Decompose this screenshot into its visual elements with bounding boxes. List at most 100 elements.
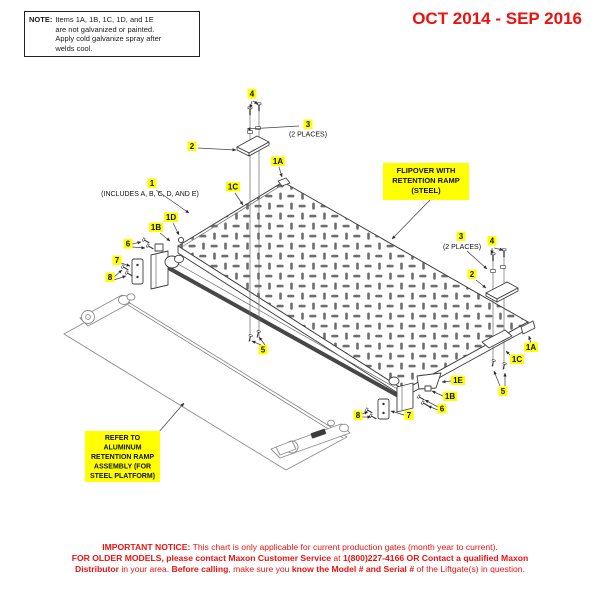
note-line-3: Apply cold galvanize spray after: [55, 34, 162, 44]
callout-1b-left: 1B: [149, 222, 171, 242]
leader-line: [391, 199, 431, 240]
callout-highlight: [247, 89, 257, 99]
deck-top-edge-line: [179, 184, 283, 249]
refer-label: REFER TO ALUMINUM RETENTION RAMP ASSEMBL…: [85, 402, 185, 482]
nut: [490, 269, 496, 273]
notice-line-3: Distributor in your area. Before calling…: [0, 564, 600, 575]
callout-1c-top: 1C: [226, 182, 244, 206]
mounting-plate-side: [248, 141, 270, 157]
side-plate-1c: [481, 329, 513, 349]
callout-1e: 1E: [441, 375, 465, 385]
callout-number: 8: [108, 273, 113, 282]
leader-line: [258, 336, 266, 346]
notice-line1-rest: This chart is only applicable for curren…: [190, 542, 498, 552]
leader-line: [197, 147, 237, 152]
callout-highlight: [105, 272, 115, 282]
plate-hole: [382, 402, 385, 406]
callout-3-right: 3 (2 PLACES): [443, 231, 488, 270]
leader-line: [131, 241, 142, 245]
note-line-4: welds cool.: [55, 43, 93, 53]
callout-number: 4: [250, 90, 255, 99]
nut: [247, 130, 253, 134]
callout-highlight: [164, 212, 178, 222]
leader-line: [159, 232, 171, 242]
note-line-2: are not galvanized or painted.: [55, 24, 155, 34]
plate-hole: [136, 275, 139, 279]
leader-line: [390, 410, 405, 416]
ramp-hinge-barrel-end: [126, 293, 136, 301]
callout-number: 1E: [453, 376, 463, 385]
hinge-bracket: [150, 250, 169, 290]
leader-line: [361, 411, 369, 415]
callout-7-left: 7: [112, 255, 131, 267]
callout-number: 5: [501, 387, 506, 396]
leader-line: [113, 275, 127, 281]
callout-number: 6: [440, 405, 445, 414]
ramp-latch-cylinder: [339, 423, 349, 433]
backing-plate: [131, 258, 144, 285]
bolt: [247, 106, 253, 117]
bolt: [120, 264, 130, 272]
callout-1b-right: 1B: [431, 390, 457, 401]
retention-ramp-assembly: [63, 293, 351, 471]
hinge-pin-block: [424, 385, 432, 392]
bolt: [255, 329, 261, 339]
leader-line: [246, 125, 300, 131]
callout-number: 6: [126, 240, 131, 249]
callout-5-left: 5: [251, 336, 268, 355]
label-line: STEEL PLATFORM): [90, 473, 155, 480]
callout-3-top: 3 (2 PLACES): [246, 119, 327, 139]
leader-line: [278, 166, 283, 178]
callout-5-right: 5: [493, 370, 508, 396]
callout-number: 1D: [166, 213, 176, 222]
callouts: 4 3 (2 PLACES) 2 1A 1 (INCLUDES A, B, C,…: [101, 89, 538, 420]
callout-highlight: [226, 182, 240, 192]
label-box: [383, 163, 469, 200]
top-corner-bracket: [277, 177, 291, 187]
date-range-title: OCT 2014 - SEP 2016: [412, 9, 582, 28]
callout-number: 5: [261, 346, 266, 355]
callout-highlight: [498, 386, 508, 396]
callout-number: 1B: [151, 223, 161, 232]
top-mounting-stack: [236, 102, 270, 343]
notice-line-1: IMPORTANT NOTICE: This chart is only app…: [0, 542, 600, 553]
callout-1c-right: 1C: [505, 350, 524, 364]
callout-highlight: [147, 178, 157, 188]
callout-highlight: [187, 141, 197, 151]
plate-hole: [382, 411, 385, 415]
bottom-hinge-assembly: [364, 372, 442, 421]
callout-number: 1C: [228, 183, 238, 192]
callout-number: 1: [150, 179, 155, 188]
callout-highlight: [303, 119, 313, 129]
callout-7-right: 7: [390, 410, 414, 420]
callout-1a-top: 1A: [271, 156, 285, 178]
callout-highlight: [487, 236, 497, 246]
callout-note: (2 PLACES): [443, 244, 481, 251]
leader-line: [155, 189, 190, 214]
footer-notice: IMPORTANT NOTICE: This chart is only app…: [0, 542, 600, 574]
leader-line: [441, 379, 452, 384]
callout-highlight: [437, 404, 447, 414]
hinge-washer: [177, 236, 185, 244]
callout-highlight: [353, 410, 363, 420]
callout-1a-right: 1A: [524, 335, 538, 352]
callout-number: 3: [459, 232, 464, 241]
notice-line2-bold2: 1(800)227-4166 OR Contact a qualified Ma…: [342, 552, 529, 563]
note-label: NOTE:: [29, 15, 53, 24]
callout-highlight: [510, 354, 524, 364]
callout-4-right: 4: [487, 236, 504, 255]
notice-line2-rest1: at: [331, 552, 343, 563]
left-hinge-assembly: [120, 236, 185, 290]
notice-line3-rest3: of the Liftgate(s) in question.: [414, 563, 525, 574]
label-line: FLIPOVER WITH: [397, 166, 456, 175]
mounting-plate-side: [496, 287, 519, 303]
note-box: NOTE: Items 1A, 1B, 1C, 1D, and 1E are n…: [24, 11, 200, 58]
plate-hole: [136, 263, 139, 267]
flipover-label: FLIPOVER WITH RETENTION RAMP (STEEL): [383, 163, 469, 240]
callout-highlight: [271, 156, 285, 166]
callout-number: 7: [115, 256, 120, 265]
label-box: [85, 431, 160, 482]
right-mounting-stack: [481, 248, 519, 371]
ramp-latch-bar: [310, 428, 327, 439]
hinge-roller: [388, 376, 400, 386]
